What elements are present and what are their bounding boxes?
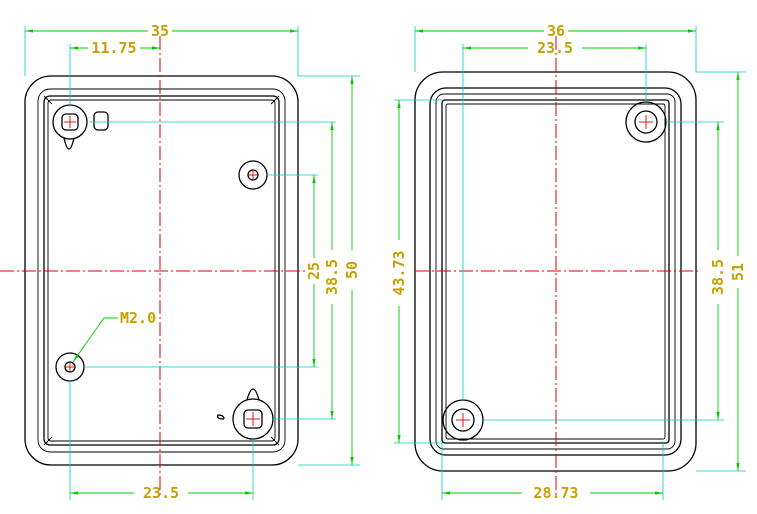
right-dim-hole-spacing-x-top: 23.5 <box>537 39 573 57</box>
right-boss-top-right <box>625 101 667 143</box>
left-dim-hole-offset: 11.75 <box>91 39 136 57</box>
left-dim-hole-spacing-y-inner: 25 <box>305 262 323 280</box>
right-dim-hole-spacing-x-bottom: 28.73 <box>533 484 578 502</box>
left-dim-hole-spacing-x: 23.5 <box>143 484 179 502</box>
left-dim-width: 35 <box>151 22 169 40</box>
left-boss-top-left <box>52 104 109 150</box>
left-corner-marks <box>43 95 280 446</box>
right-dim-inner-height: 43.73 <box>390 250 408 295</box>
right-view: 36 23.5 28.73 43.73 38.5 51 <box>390 22 747 502</box>
left-dim-hole-spacing-y-outer: 38.5 <box>323 259 341 295</box>
right-dim-hole-spacing-y: 38.5 <box>709 259 727 295</box>
left-dim-height: 50 <box>343 261 361 279</box>
right-boss-bottom-left <box>442 399 484 441</box>
left-boss-bottom-right <box>216 388 274 440</box>
right-extension-lines <box>394 26 746 500</box>
left-lip-outline <box>37 88 286 453</box>
left-dimension-lines <box>25 29 354 495</box>
left-boss-bottom-left <box>55 352 85 382</box>
left-thread-callout: M2.0 <box>120 309 156 327</box>
right-dim-width: 36 <box>547 22 565 40</box>
left-view: 35 11.75 23.5 25 38.5 50 M2.0 <box>0 22 361 502</box>
right-dim-height: 51 <box>729 263 747 281</box>
left-extension-lines <box>24 26 360 500</box>
right-dimension-lines <box>397 29 740 495</box>
left-boss-top-right <box>238 160 268 190</box>
